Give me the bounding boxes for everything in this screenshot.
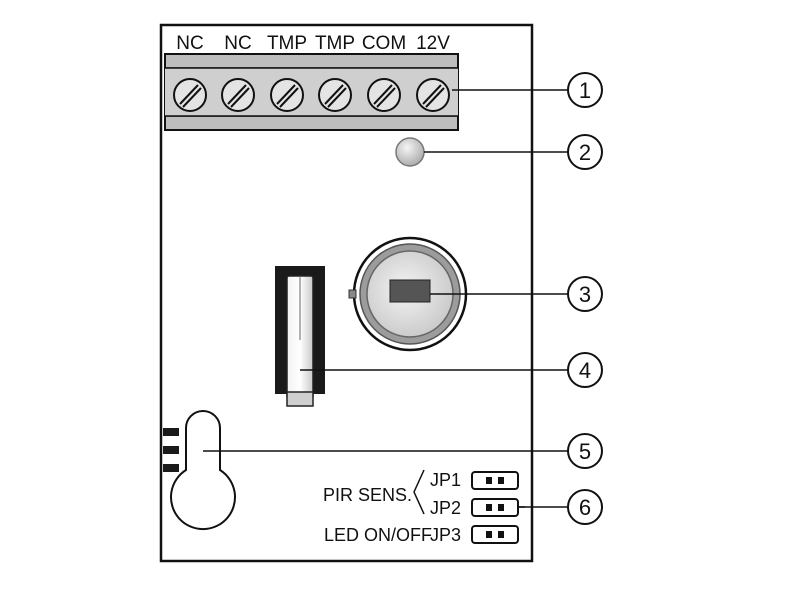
mounting-hole-icon <box>163 410 236 531</box>
callout-3: 3 <box>579 282 591 307</box>
jp2-label: JP2 <box>430 498 461 518</box>
callout-6: 6 <box>579 495 591 520</box>
terminal-label-2: NC <box>224 33 251 54</box>
terminal-label-4: TMP <box>315 33 355 54</box>
screw-2-icon <box>221 78 255 112</box>
tamper-switch-icon <box>275 266 325 407</box>
jumper-jp3-icon <box>471 525 519 544</box>
callout-1: 1 <box>579 78 591 103</box>
callout-2: 2 <box>579 140 591 165</box>
terminal-label-1: NC <box>176 33 203 54</box>
terminal-label-3: TMP <box>267 33 307 54</box>
terminal-block <box>164 53 459 131</box>
callouts: 1 2 3 4 5 6 <box>567 72 603 525</box>
callout-5: 5 <box>579 439 591 464</box>
callout-4: 4 <box>579 358 591 383</box>
jumper-jp2-icon <box>471 498 519 517</box>
jumper-jp1-icon <box>471 471 519 490</box>
screw-4-icon <box>318 78 352 112</box>
jp3-label: JP3 <box>430 525 461 545</box>
pir-sens-label: PIR SENS. <box>323 485 412 505</box>
jp1-label: JP1 <box>430 470 461 490</box>
leader-lines <box>203 89 568 508</box>
terminal-labels: NC NC TMP TMP COM 12V <box>176 33 450 54</box>
screw-6-icon <box>416 78 450 112</box>
screw-1-icon <box>173 78 207 112</box>
terminal-label-5: COM <box>362 33 406 54</box>
jumper-section: PIR SENS. JP1 JP2 LED ON/OFF JP3 <box>323 469 519 545</box>
screw-3-icon <box>270 78 304 112</box>
pir-sensor-icon <box>348 236 468 352</box>
led-icon <box>395 137 425 167</box>
terminal-label-6: 12V <box>416 33 450 54</box>
screw-5-icon <box>367 78 401 112</box>
led-onoff-label: LED ON/OFF <box>324 525 432 545</box>
